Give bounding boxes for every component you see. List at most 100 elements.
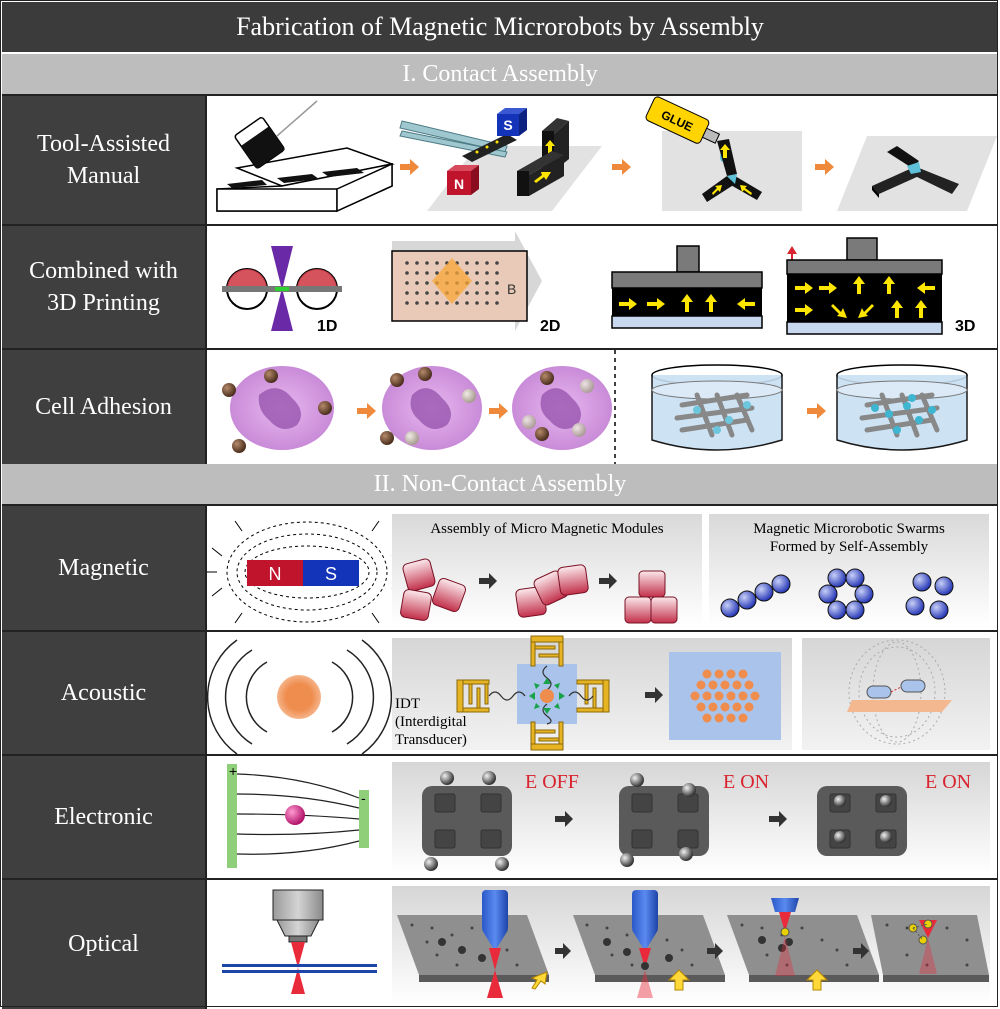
- figure-title: Fabrication of Magnetic Microrobots by A…: [2, 2, 998, 54]
- acoustic-trap-icon: [847, 639, 952, 745]
- acoustic-diagram: IDT (Interdigital Transducer): [207, 635, 990, 754]
- pattern-substrate: [669, 652, 781, 740]
- acoustic-wave-icon: [207, 639, 393, 754]
- row-electronic: Electronic: [2, 754, 998, 878]
- substrate-line: [222, 964, 377, 967]
- optical-tweezers-step: [397, 890, 549, 998]
- optical-tweezers-step: [727, 898, 879, 991]
- row-3d-printing: Combined with 3D Printing 1D: [2, 224, 998, 348]
- section-non-contact-assembly: II. Non-Contact Assembly: [2, 464, 998, 507]
- bar-magnet-field-icon: [226, 521, 388, 623]
- acoustic-trap-panel: [802, 638, 990, 750]
- row-label-acoustic: Acoustic: [2, 632, 207, 754]
- beaker-icon: [234, 117, 285, 169]
- flow-arrow-icon: [555, 811, 573, 827]
- magnet-s-label: S: [325, 564, 337, 584]
- magnetic-module-assembled-icon: [624, 570, 678, 624]
- magnet-north-icon: [247, 560, 303, 586]
- tripod-robot-icon: [702, 139, 762, 202]
- flow-arrow-icon: [400, 159, 419, 175]
- cell-adhesion-diagram: [222, 350, 968, 464]
- cell-icon: [222, 366, 334, 453]
- s-cube-icon: S: [497, 108, 527, 136]
- wave-line: [488, 691, 526, 701]
- magnetic-module-icon: [400, 558, 467, 621]
- flow-arrow-icon: [807, 403, 826, 419]
- row-tool-assisted: Tool-Assisted Manual: [2, 94, 998, 224]
- magnetic-module-icon: [515, 564, 589, 618]
- force-arrows: [529, 678, 565, 714]
- n-cube-icon: N: [447, 165, 479, 195]
- objective-lens-icon: [272, 889, 324, 943]
- positive-electrode: [227, 764, 237, 868]
- row-label-optical: Optical: [2, 880, 207, 1009]
- electrode-chip-icon: [817, 786, 907, 856]
- e-on-label: E ON: [723, 771, 769, 793]
- laser-beam-icon: [291, 968, 305, 994]
- row-label-magnetic: Magnetic: [2, 506, 207, 630]
- flow-arrow-icon: [769, 811, 787, 827]
- particle-icon: [285, 805, 305, 825]
- idt-label-line-3: Transducer): [395, 732, 467, 748]
- electronic-diagram: + - E OFF: [227, 762, 990, 874]
- row-content-optical: [207, 880, 998, 1009]
- magnetic-rod-icon: [462, 134, 517, 162]
- modules-title: Assembly of Micro Magnetic Modules: [430, 521, 663, 537]
- row-label-cell-adhesion: Cell Adhesion: [2, 350, 207, 464]
- row-label-electronic: Electronic: [2, 756, 207, 878]
- 1d-print-icon: [222, 246, 342, 331]
- flow-arrow-icon: [555, 943, 571, 959]
- particle-icon: [277, 675, 321, 719]
- electrode-chip-icon: [619, 773, 709, 867]
- field-b-label: B: [507, 281, 516, 297]
- flow-arrow-icon: [853, 943, 869, 959]
- wave-line: [542, 703, 552, 725]
- row-optical: Optical: [2, 878, 998, 1009]
- flow-arrow-icon: [489, 403, 508, 419]
- printing-diagram: 1D B 2D: [222, 231, 975, 335]
- flow-arrow-icon: [645, 687, 663, 703]
- 3d-label: 3D: [955, 318, 975, 335]
- 2d-label: 2D: [540, 318, 560, 335]
- row-magnetic: Magnetic: [2, 504, 998, 630]
- s-pole-label: S: [503, 117, 512, 133]
- e-off-label: E OFF: [525, 771, 579, 793]
- row-label-tool-assisted: Tool-Assisted Manual: [2, 96, 207, 224]
- particle-icon: [540, 689, 554, 703]
- petri-dish-icon: [651, 364, 783, 451]
- swarms-title-line-2: Formed by Self-Assembly: [770, 539, 929, 555]
- positive-sign: +: [229, 763, 237, 779]
- cell-icon: [512, 366, 612, 450]
- optical-tweezers-step: [573, 890, 725, 998]
- flow-arrow-icon: [599, 573, 617, 589]
- row-content-acoustic: IDT (Interdigital Transducer): [207, 632, 998, 754]
- laser-beam-icon: [291, 942, 305, 968]
- final-tripod-robot-icon: [872, 146, 959, 198]
- swarms-title-line-1: Magnetic Microrobotic Swarms: [753, 521, 945, 537]
- negative-sign: -: [361, 790, 366, 806]
- flow-arrow-icon: [357, 403, 376, 419]
- row-content-magnetic: N S Assembly of Micro Magnetic Modules: [207, 506, 998, 630]
- cell-icon: [380, 366, 482, 450]
- pipette-icon: [276, 100, 318, 137]
- 3d-print-final-icon: [786, 237, 943, 335]
- wave-line: [568, 691, 594, 701]
- magnet-south-icon: [303, 560, 359, 586]
- black-block-icon: [517, 151, 564, 196]
- idt-electrode-icon: [456, 635, 610, 751]
- optical-diagram: [222, 886, 990, 1004]
- flow-arrow-icon: [707, 943, 723, 959]
- tool-assisted-diagram: S N: [216, 96, 997, 213]
- row-content-3d-printing: 1D B 2D: [207, 226, 998, 348]
- 3d-print-stage-icon: [611, 245, 763, 329]
- 2d-print-icon: [391, 231, 542, 331]
- row-content-electronic: + - E OFF: [207, 756, 998, 878]
- electrode-chip-icon: [422, 771, 512, 871]
- negative-electrode: [359, 790, 369, 848]
- section-contact-assembly: I. Contact Assembly: [2, 54, 998, 97]
- e-on-label: E ON: [925, 771, 971, 793]
- flow-arrow-icon: [479, 573, 497, 589]
- mold-tray-icon: [216, 147, 395, 213]
- row-content-tool-assisted: S N: [207, 96, 998, 224]
